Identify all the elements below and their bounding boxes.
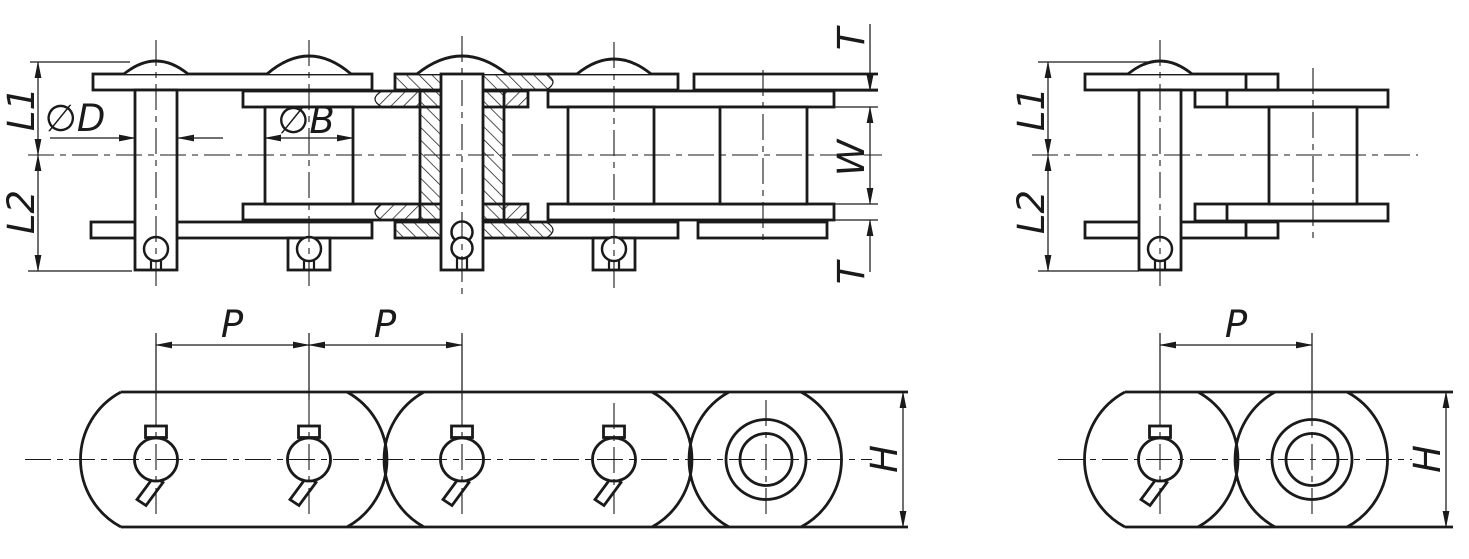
outer-plate [692, 72, 878, 92]
centerlines [25, 400, 872, 519]
outer-plate [1083, 72, 1280, 92]
dimensions: P P H [155, 303, 907, 528]
break-line [545, 221, 554, 239]
chain-plan-view: P P H [25, 303, 908, 529]
dim-label-l2: L2 [0, 190, 43, 234]
side-section-view: L1 L2 ∅D ∅B T W T [0, 24, 882, 296]
dimensions: P H [1159, 303, 1450, 528]
inner-plate [1193, 202, 1390, 223]
dimensions-right: T W T [830, 24, 878, 284]
dim-label-pitch: P [1225, 303, 1248, 346]
dim-label-pitch-2: P [374, 303, 397, 346]
dimensions-left: L1 L2 [1010, 61, 1152, 272]
inner-plate [546, 89, 836, 109]
section-hatching [374, 73, 554, 239]
centerlines [1058, 400, 1412, 519]
dim-label-w: W [830, 138, 873, 176]
plate-end-arc [1083, 390, 1126, 529]
connecting-link-side-view: L1 L2 [1010, 40, 1418, 292]
dim-label-t-bottom: T [830, 259, 873, 284]
pin-top-views [133, 418, 808, 508]
pin-heads [123, 54, 652, 76]
dimensions-left: L1 L2 ∅D ∅B [0, 61, 354, 272]
dim-label-height: H [1406, 445, 1449, 473]
centerlines [28, 36, 882, 296]
pin-top-views [1137, 418, 1354, 508]
centerlines [1032, 40, 1418, 292]
break-line [374, 203, 383, 221]
inner-plate [1193, 88, 1390, 109]
dim-label-t-top: T [830, 25, 873, 50]
outer-plate [89, 220, 374, 240]
link-plan-view: P H [1058, 303, 1453, 529]
dim-label-l1: L1 [1010, 87, 1053, 131]
break-line [374, 90, 383, 108]
dim-label-l1: L1 [0, 87, 43, 131]
dim-label-l2: L2 [1010, 190, 1053, 234]
dim-label-pin-diameter: ∅D [45, 97, 106, 140]
break-line [545, 73, 554, 91]
inner-plate [546, 202, 836, 222]
dim-label-bushing-diameter: ∅B [277, 99, 335, 142]
outer-plate [91, 72, 374, 92]
dim-label-pitch-1: P [221, 303, 244, 346]
